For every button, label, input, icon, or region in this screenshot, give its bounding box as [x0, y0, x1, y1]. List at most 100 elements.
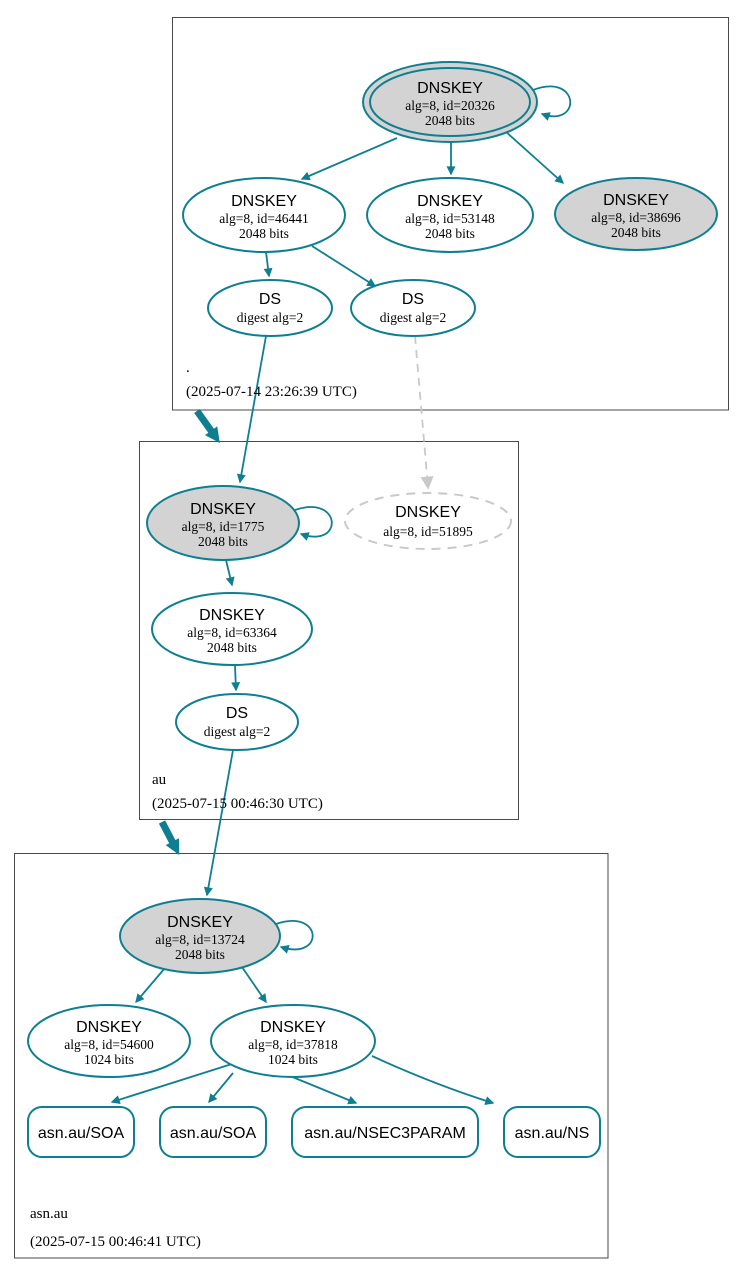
node-alg: alg=8, id=63364	[187, 625, 277, 640]
node-dnskey-1775: DNSKEY alg=8, id=1775 2048 bits	[146, 485, 300, 561]
node-dnskey-46441: DNSKEY alg=8, id=46441 2048 bits	[182, 177, 346, 253]
node-dnskey-54600: DNSKEY alg=8, id=54600 1024 bits	[27, 1004, 191, 1078]
dnskey-53148-ellipse	[366, 177, 534, 253]
zone-timestamp-root: (2025-07-14 23:26:39 UTC)	[186, 384, 357, 400]
node-title: DNSKEY	[417, 80, 483, 97]
node-bits: 1024 bits	[84, 1052, 134, 1067]
dnskey-13724-ellipse	[119, 898, 281, 974]
node-title: DS	[259, 291, 281, 308]
node-bits: 2048 bits	[207, 640, 257, 655]
edge-dnskey63364-to-ds-au	[231, 665, 241, 692]
edge-dnskey20326-to-dnskey38696	[504, 130, 565, 184]
node-title: DNSKEY	[395, 504, 461, 521]
rrset-label: asn.au/SOA	[170, 1125, 257, 1142]
node-alg: digest alg=2	[237, 310, 303, 325]
node-dnskey-51895: DNSKEY alg=8, id=51895	[344, 492, 512, 550]
rrset-ns-rect	[503, 1106, 601, 1158]
node-alg: alg=8, id=38696	[591, 210, 681, 225]
node-title: DS	[402, 291, 424, 308]
node-bits: 2048 bits	[198, 534, 248, 549]
node-title: DNSKEY	[260, 1019, 326, 1036]
zone-timestamp-au: (2025-07-15 00:46:30 UTC)	[152, 796, 323, 812]
node-alg: digest alg=2	[380, 310, 446, 325]
dnskey-20326-outer-ellipse	[362, 61, 538, 143]
self-loop-dnskey1775	[294, 506, 333, 541]
node-bits: 2048 bits	[611, 225, 661, 240]
node-alg: alg=8, id=53148	[405, 211, 495, 226]
node-title: DNSKEY	[167, 914, 233, 931]
rrset-label: asn.au/NSEC3PARAM	[304, 1125, 466, 1142]
node-alg: alg=8, id=46441	[219, 211, 308, 226]
node-bits: 2048 bits	[425, 113, 475, 128]
rrset-soa-2-rect	[159, 1106, 267, 1158]
edge-dnskey37818-to-rrset-soa2	[208, 1072, 234, 1104]
zone-label-root: .	[186, 360, 190, 376]
node-title: DNSKEY	[190, 501, 256, 518]
node-title: DNSKEY	[76, 1019, 142, 1036]
rrset-label: asn.au/SOA	[38, 1125, 125, 1142]
node-alg: alg=8, id=51895	[383, 524, 473, 539]
node-bits: 2048 bits	[239, 226, 289, 241]
dnskey-51895-dashed-ellipse	[344, 492, 512, 550]
node-dnskey-53148: DNSKEY alg=8, id=53148 2048 bits	[366, 177, 534, 253]
edge-dnskey37818-to-rrset-soa1	[110, 1062, 236, 1104]
rrset-soa-1-rect	[27, 1106, 135, 1158]
node-title: DNSKEY	[231, 193, 297, 210]
rrset-label: asn.au/NS	[515, 1125, 590, 1142]
node-alg: alg=8, id=20326	[405, 98, 495, 113]
node-rrset-soa-1: asn.au/SOA	[27, 1106, 135, 1158]
dnskey-54600-ellipse	[27, 1004, 191, 1078]
node-title: DNSKEY	[417, 193, 483, 210]
node-alg: alg=8, id=37818	[248, 1037, 338, 1052]
edge-dnskey46441-to-ds1	[263, 251, 273, 278]
node-rrset-ns: asn.au/NS	[503, 1106, 601, 1158]
node-bits: 2048 bits	[175, 947, 225, 962]
node-title: DS	[226, 705, 248, 722]
node-bits: 2048 bits	[425, 226, 475, 241]
node-dnskey-13724: DNSKEY alg=8, id=13724 2048 bits	[119, 898, 281, 974]
edge-dnskey37818-to-rrset-nsec3param	[289, 1075, 358, 1105]
node-rrset-soa-2: asn.au/SOA	[159, 1106, 267, 1158]
dnskey-38696-ellipse	[554, 177, 718, 251]
node-dnskey-63364: DNSKEY alg=8, id=63364 2048 bits	[151, 592, 313, 666]
edge-dnskey20326-to-dnskey46441	[300, 137, 398, 181]
dnskey-1775-ellipse	[146, 485, 300, 561]
ds2-ellipse	[350, 279, 476, 337]
edge-zone-root-to-zone-au	[194, 408, 220, 443]
node-bits: 1024 bits	[268, 1052, 318, 1067]
node-alg: alg=8, id=54600	[64, 1037, 154, 1052]
edge-dnskey1775-to-dnskey63364	[225, 559, 235, 587]
edge-ds2-to-dnskey51895-dashed	[414, 335, 434, 490]
edge-ds-au-to-dnskey13724	[203, 749, 234, 897]
edge-dnskey46441-to-ds2	[311, 245, 377, 287]
zone-label-asn-au: asn.au	[30, 1206, 68, 1222]
node-ds-au: DS digest alg=2	[175, 693, 299, 751]
edge-dnskey13724-to-dnskey54600	[135, 967, 166, 1004]
ds1-ellipse	[207, 279, 333, 337]
self-loop-dnskey13724	[275, 920, 314, 954]
dnskey-37818-ellipse	[210, 1004, 376, 1078]
node-alg: alg=8, id=13724	[155, 932, 245, 947]
edge-dnskey37818-to-rrset-ns	[371, 1055, 495, 1105]
rrset-nsec3param-rect	[291, 1106, 479, 1158]
dnskey-46441-ellipse	[182, 177, 346, 253]
node-dnskey-38696: DNSKEY alg=8, id=38696 2048 bits	[554, 177, 718, 251]
node-ds-root-1: DS digest alg=2	[207, 279, 333, 337]
dnskey-63364-ellipse	[151, 592, 313, 666]
zone-label-au: au	[152, 772, 167, 788]
edge-dnskey13724-to-dnskey37818	[241, 966, 267, 1004]
self-loop-dnskey20326	[532, 85, 572, 121]
zone-timestamp-asn-au: (2025-07-15 00:46:41 UTC)	[30, 1234, 201, 1250]
node-dnskey-20326: DNSKEY alg=8, id=20326 2048 bits	[362, 61, 538, 143]
node-alg: digest alg=2	[204, 724, 270, 739]
node-title: DNSKEY	[199, 607, 265, 624]
node-rrset-nsec3param: asn.au/NSEC3PARAM	[291, 1106, 479, 1158]
node-ds-root-2: DS digest alg=2	[350, 279, 476, 337]
node-dnskey-37818: DNSKEY alg=8, id=37818 1024 bits	[210, 1004, 376, 1078]
edge-zone-au-to-zone-asn-au	[158, 820, 180, 855]
node-title: DNSKEY	[603, 192, 669, 209]
ds-au-ellipse	[175, 693, 299, 751]
node-alg: alg=8, id=1775	[182, 519, 265, 534]
